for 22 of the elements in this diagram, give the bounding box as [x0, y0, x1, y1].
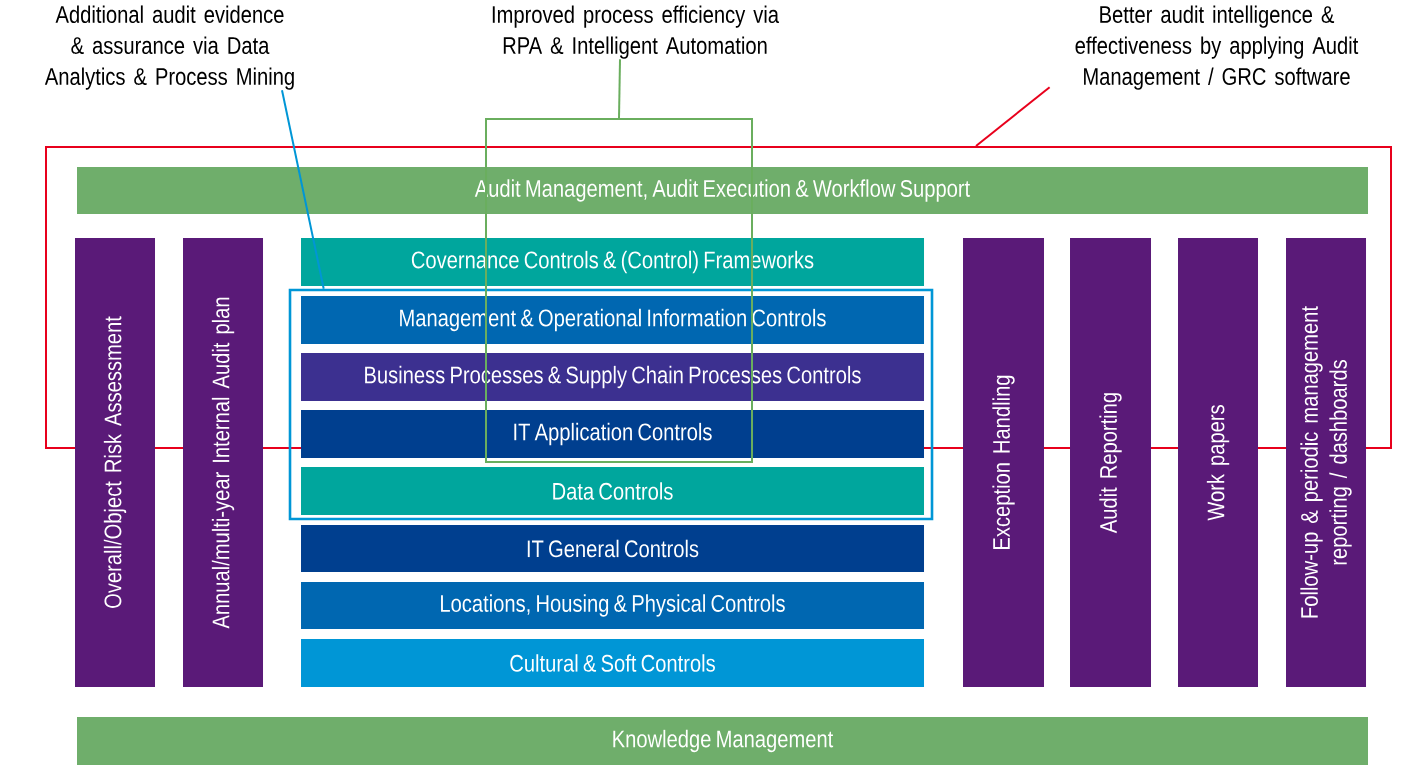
- column: Work papers: [1178, 238, 1258, 687]
- layer-bar: Locations, Housing & Physical Controls: [301, 582, 924, 629]
- layer-bar: IT General Controls: [301, 525, 924, 572]
- column: Annual/multi-year Internal Audit plan: [183, 238, 263, 687]
- column: Overall/Object Risk Assessment: [75, 238, 155, 687]
- layer-bar: Data Controls: [301, 467, 924, 515]
- leader-line: [618, 58, 621, 119]
- layer-bar: Management & Operational Information Controls: [301, 296, 924, 344]
- layer-bar: Cultural & Soft Controls: [301, 639, 924, 687]
- layer-bar: Covernance Controls & (Control) Frameworks: [301, 238, 924, 286]
- leader-line: [975, 86, 1051, 147]
- band: Knowledge Management: [77, 717, 1368, 765]
- frame: [288, 288, 934, 521]
- callout-text: Additional audit evidence & assurance via Data Analytics & Process Mining: [44, 5, 294, 90]
- layer-bar: IT Application Controls: [301, 410, 924, 458]
- callout-text: Better audit intelligence & effectiveness by applying Audit Management / GRC software: [1075, 5, 1359, 90]
- column: Follow-up & periodic management reporting / dashboards: [1286, 238, 1366, 687]
- leader-line: [281, 89, 325, 290]
- column: Audit Reporting: [1070, 238, 1151, 687]
- band: Audit Management, Audit Execution & Workflow Support: [77, 167, 1368, 214]
- callout-text: Improved process efficiency via RPA & Intelligent Automation: [492, 5, 779, 59]
- column: Exception Handling: [963, 238, 1044, 687]
